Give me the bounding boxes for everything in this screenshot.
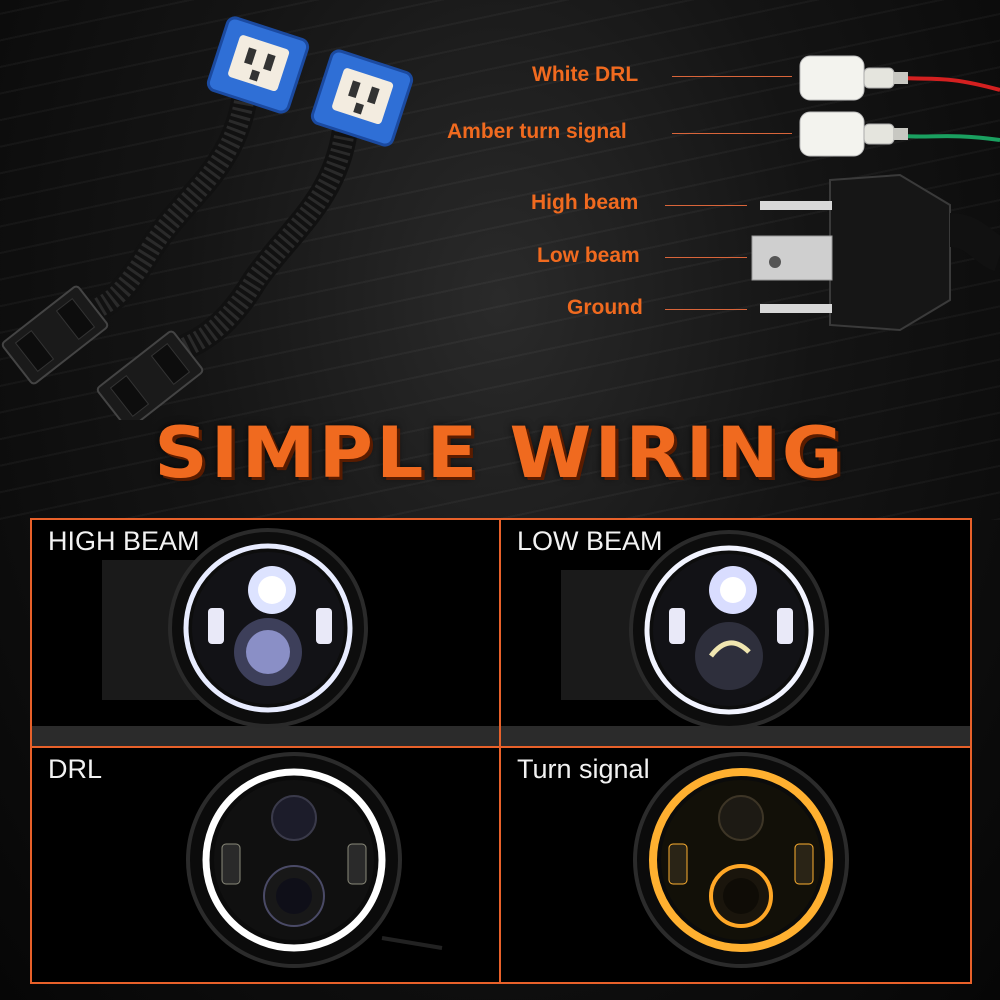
label-amber-turn-signal: Amber turn signal — [447, 120, 627, 143]
drl-connector — [799, 55, 1000, 101]
leader-line-turn — [672, 133, 792, 134]
panel-label-low-beam: LOW BEAM — [517, 526, 663, 556]
section-heading: SIMPLE WIRING — [154, 412, 846, 494]
headlight-turn-signal — [633, 752, 849, 968]
label-ground: Ground — [567, 296, 643, 319]
panel-drl: DRL — [32, 748, 499, 982]
leader-line-ground — [665, 309, 747, 310]
leader-line-drl — [672, 76, 792, 77]
panel-low-beam: LOW BEAM — [501, 520, 970, 746]
h4-plug — [751, 173, 1000, 332]
turn-signal-connector — [799, 111, 1000, 157]
label-white-drl: White DRL — [532, 63, 639, 86]
leader-line-high-beam — [665, 205, 747, 206]
mode-comparison-grid: HIGH BEAM LOW BEAM — [30, 518, 972, 984]
wiring-illustration — [1, 16, 1000, 420]
panel-label-drl: DRL — [48, 754, 103, 784]
headlight-high-beam — [32, 528, 499, 746]
harness-adapter-2 — [96, 49, 414, 420]
leader-line-low-beam — [665, 257, 747, 258]
harness-adapter-1 — [1, 16, 310, 385]
grid-divider-vertical — [499, 520, 501, 982]
panel-turn-signal: Turn signal — [501, 748, 970, 982]
headlight-drl — [186, 752, 443, 968]
label-low-beam: Low beam — [537, 244, 640, 267]
headlight-low-beam — [501, 530, 970, 746]
panel-high-beam: HIGH BEAM — [32, 520, 499, 746]
panel-label-turn-signal: Turn signal — [517, 754, 650, 784]
label-high-beam: High beam — [531, 191, 639, 214]
grid-divider-horizontal — [32, 746, 970, 748]
panel-label-high-beam: HIGH BEAM — [48, 526, 200, 556]
